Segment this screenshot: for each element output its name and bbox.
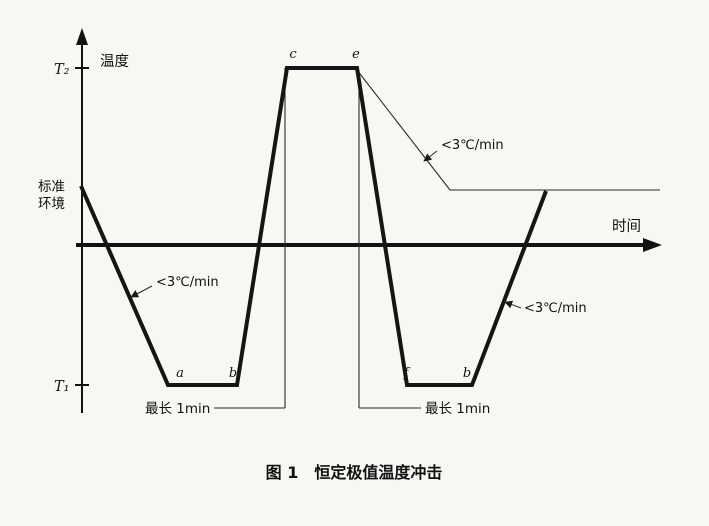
point-label-e: e xyxy=(352,47,360,62)
ambient-label-line2: 环境 xyxy=(38,196,65,212)
labels-group: 温度 时间 T₂ T₁ 标准 环境 <3℃/min <3℃/min <3℃/mi… xyxy=(38,47,641,417)
rate-annotation-right: <3℃/min xyxy=(524,301,587,316)
point-label-c: c xyxy=(289,47,297,62)
rate-annotation-left: <3℃/min xyxy=(156,275,219,290)
t1-level-label: T₁ xyxy=(54,379,69,395)
point-label-b: b xyxy=(229,366,237,381)
y-axis-label: 温度 xyxy=(100,53,129,70)
t2-level-label: T₂ xyxy=(54,62,70,78)
rate-arrow-right-icon xyxy=(504,300,522,309)
x-axis-arrowhead-icon xyxy=(643,238,662,252)
rate-annotation-top-right: <3℃/min xyxy=(441,138,504,153)
rate-arrow-top-right-icon xyxy=(423,150,438,162)
x-axis-label: 时间 xyxy=(612,218,641,235)
ambient-label-line1: 标准 xyxy=(38,179,65,195)
figure-caption: 图 1 恒定极值温度冲击 xyxy=(266,463,443,482)
recovery-slope-line xyxy=(356,69,451,191)
rate-arrow-left-icon xyxy=(130,285,153,298)
max-transfer-label-left: 最长 1min xyxy=(145,401,210,417)
axes-group xyxy=(75,28,662,413)
reference-lines-group xyxy=(214,68,660,409)
callout-arrows-group xyxy=(130,150,522,309)
temperature-profile-line xyxy=(79,66,548,387)
point-label-f: f xyxy=(403,366,411,381)
point-label-b2: b xyxy=(463,366,471,381)
y-axis-arrowhead-icon xyxy=(76,28,88,45)
point-label-a: a xyxy=(176,366,184,381)
max-transfer-label-right: 最长 1min xyxy=(425,401,490,417)
